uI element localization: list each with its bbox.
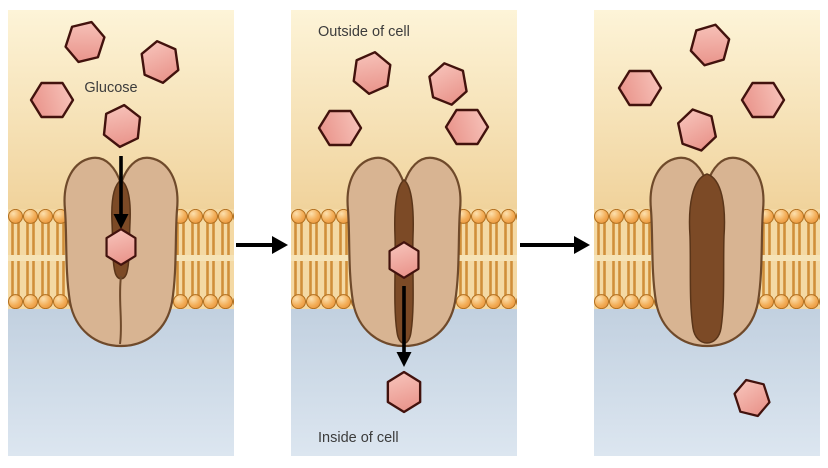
glucose-label: Glucose — [84, 80, 137, 96]
glucose-molecule — [64, 20, 106, 64]
stage-arrow-2 — [520, 236, 590, 254]
transporter-seam — [119, 275, 122, 345]
entry-arrow — [113, 156, 129, 229]
glucose-molecule-in-channel — [388, 241, 420, 279]
glucose-molecule — [428, 62, 468, 106]
glucose-molecule-inside — [386, 370, 422, 414]
stage-arrow-1 — [236, 236, 288, 254]
glucose-molecule — [740, 81, 786, 119]
glucose-molecules-outside — [29, 20, 180, 149]
glucose-molecule — [617, 69, 663, 107]
glucose-molecules-outside — [617, 23, 786, 152]
transporter-channel-open — [688, 173, 726, 344]
panel-stage-2: Outside of cell Inside of cell — [291, 10, 517, 456]
glucose-molecule — [676, 108, 718, 152]
exit-arrow — [396, 286, 412, 367]
glucose-molecules-outside — [317, 51, 490, 147]
glucose-molecule-in-channel — [105, 228, 137, 266]
panel-stage-1: Glucose — [8, 10, 234, 456]
inside-of-cell-label: Inside of cell — [318, 430, 399, 446]
outside-of-cell-label: Outside of cell — [318, 24, 410, 40]
glucose-molecule — [102, 103, 142, 149]
panel-stage-3 — [594, 10, 820, 456]
glucose-molecule — [29, 81, 75, 119]
glucose-molecule — [140, 40, 180, 84]
glucose-molecule — [444, 108, 490, 146]
glucose-molecule — [352, 51, 392, 95]
glucose-molecule — [689, 23, 731, 67]
transporter-protein — [649, 156, 765, 348]
glucose-molecule — [317, 109, 363, 147]
glucose-molecule-inside — [733, 378, 771, 418]
